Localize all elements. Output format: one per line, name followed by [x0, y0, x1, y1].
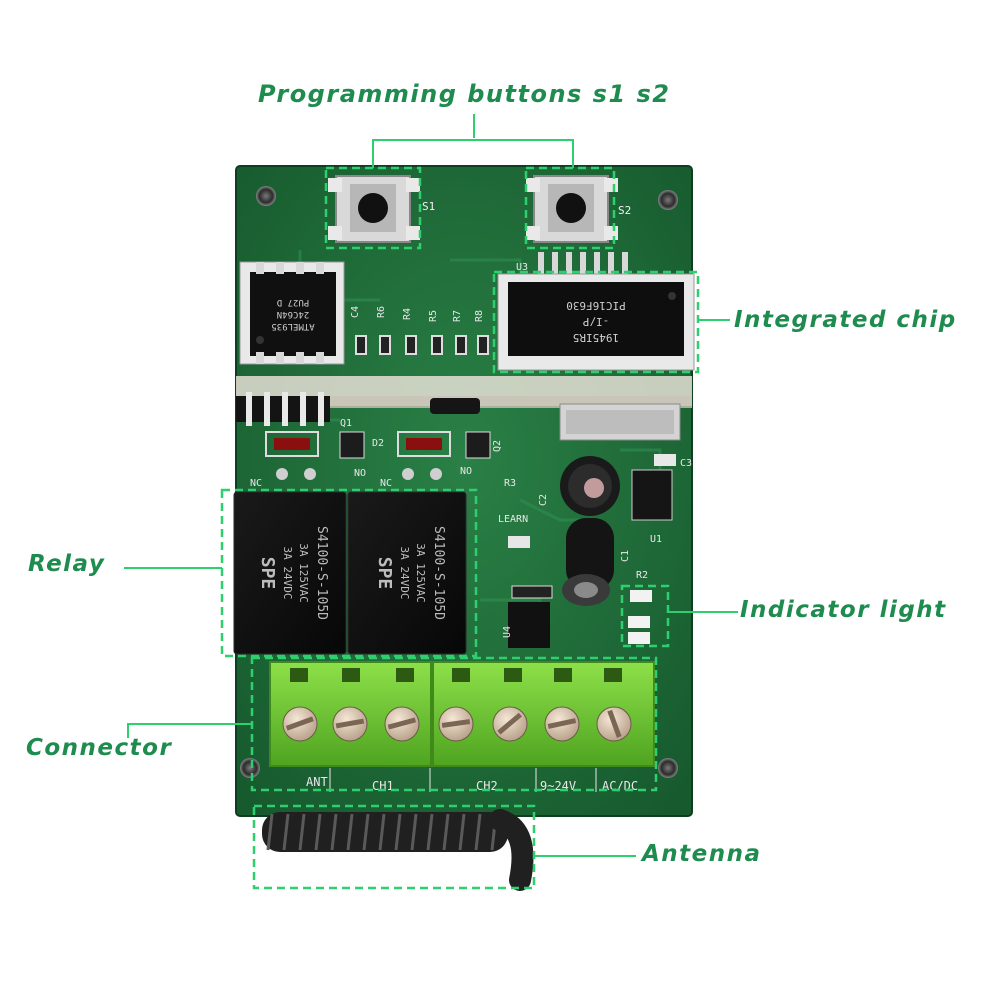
silk-r8: R8 — [474, 310, 485, 322]
silk-nc-2: NC — [380, 478, 392, 489]
relay2-brand: SPE — [374, 557, 395, 590]
callout-antenna: Antenna — [642, 841, 762, 867]
silk-s2: S2 — [618, 204, 631, 217]
relay1-rating-ac: 3A 125VAC — [297, 543, 310, 603]
box-indicator-light — [620, 584, 670, 648]
eeprom-text-1: ATMEL935 — [271, 321, 314, 331]
relay-1: S4100-S-105D 3A 125VAC 3A 24VDC SPE — [233, 491, 347, 655]
silk-voltage: 9~24V — [540, 779, 576, 793]
silk-c3: C3 — [680, 458, 692, 469]
silk-no-1: NO — [354, 468, 366, 479]
pin-header — [236, 392, 330, 426]
silk-ch2: CH2 — [476, 779, 498, 793]
relay-2: S4100-S-105D 3A 125VAC 3A 24VDC SPE — [347, 491, 467, 655]
button-s2 — [526, 175, 618, 243]
silk-ch1: CH1 — [372, 779, 394, 793]
callout-connector: Connector — [26, 735, 173, 761]
silk-c4: C4 — [350, 306, 361, 318]
silk-q2: Q2 — [492, 440, 503, 452]
terminal-block — [269, 661, 655, 767]
relay2-rating-ac: 3A 125VAC — [414, 543, 427, 603]
silk-d2: D2 — [372, 438, 384, 449]
box-button-s2 — [524, 166, 616, 250]
relay1-rating-dc: 3A 24VDC — [281, 547, 294, 600]
button-s1 — [328, 175, 420, 243]
leader-lines — [124, 114, 738, 857]
eeprom-text-2: 24C64N — [277, 309, 310, 319]
power-components: R3 LEARN C2 C3 U1 C1 R2 U4 — [498, 454, 692, 648]
silk-c1: C1 — [620, 550, 631, 562]
relay2-model: S4100-S-105D — [431, 526, 446, 620]
mcu-chip: 1945IR5 -I/P PIC16F630 — [497, 252, 695, 371]
silk-r4: R4 — [402, 308, 413, 320]
silk-q1: Q1 — [340, 418, 352, 429]
silk-s1: S1 — [422, 200, 435, 213]
silk-r6: R6 — [376, 306, 387, 318]
box-integrated-chip — [492, 270, 700, 374]
callout-programming-buttons: Programming buttons s1 s2 — [258, 80, 671, 108]
relay1-model: S4100-S-105D — [314, 526, 329, 620]
box-antenna — [252, 804, 536, 890]
eeprom-chip: ATMEL935 24C64N PU27 D — [239, 261, 345, 365]
callout-relay: Relay — [28, 551, 106, 577]
mcu-text-3: 1945IR5 — [573, 331, 619, 344]
box-relay — [220, 488, 478, 658]
silk-u3: U3 — [516, 262, 528, 273]
callout-indicator-light: Indicator light — [740, 597, 947, 623]
callout-integrated-chip: Integrated chip — [734, 307, 957, 333]
mcu-text-1: PIC16F630 — [566, 299, 626, 312]
smd-components: C4 R6 R4 R5 R7 R8 — [350, 306, 489, 355]
silk-c2: C2 — [538, 494, 549, 506]
driver-components: Q1 D2 Q2 NO NC NC NO — [250, 418, 503, 489]
silk-u1: U1 — [650, 534, 662, 545]
silk-r7: R7 — [452, 310, 463, 322]
silk-u4: U4 — [502, 626, 513, 638]
silk-r3: R3 — [504, 478, 516, 489]
relay2-rating-dc: 3A 24VDC — [398, 547, 411, 600]
antenna-coil — [262, 809, 534, 891]
terminal-screws — [282, 706, 632, 742]
silk-ant: ANT — [306, 775, 328, 789]
relay1-brand: SPE — [257, 557, 278, 590]
mounting-holes — [240, 186, 678, 778]
eeprom-text-3: PU27 D — [277, 297, 310, 307]
silk-r2: R2 — [636, 570, 648, 581]
mcu-text-2: -I/P — [582, 315, 609, 328]
silk-nc-1: NC — [250, 478, 262, 489]
silk-r5: R5 — [428, 310, 439, 322]
silk-no-2: NO — [460, 466, 472, 477]
rf-module — [236, 376, 692, 441]
silk-learn: LEARN — [498, 514, 528, 525]
